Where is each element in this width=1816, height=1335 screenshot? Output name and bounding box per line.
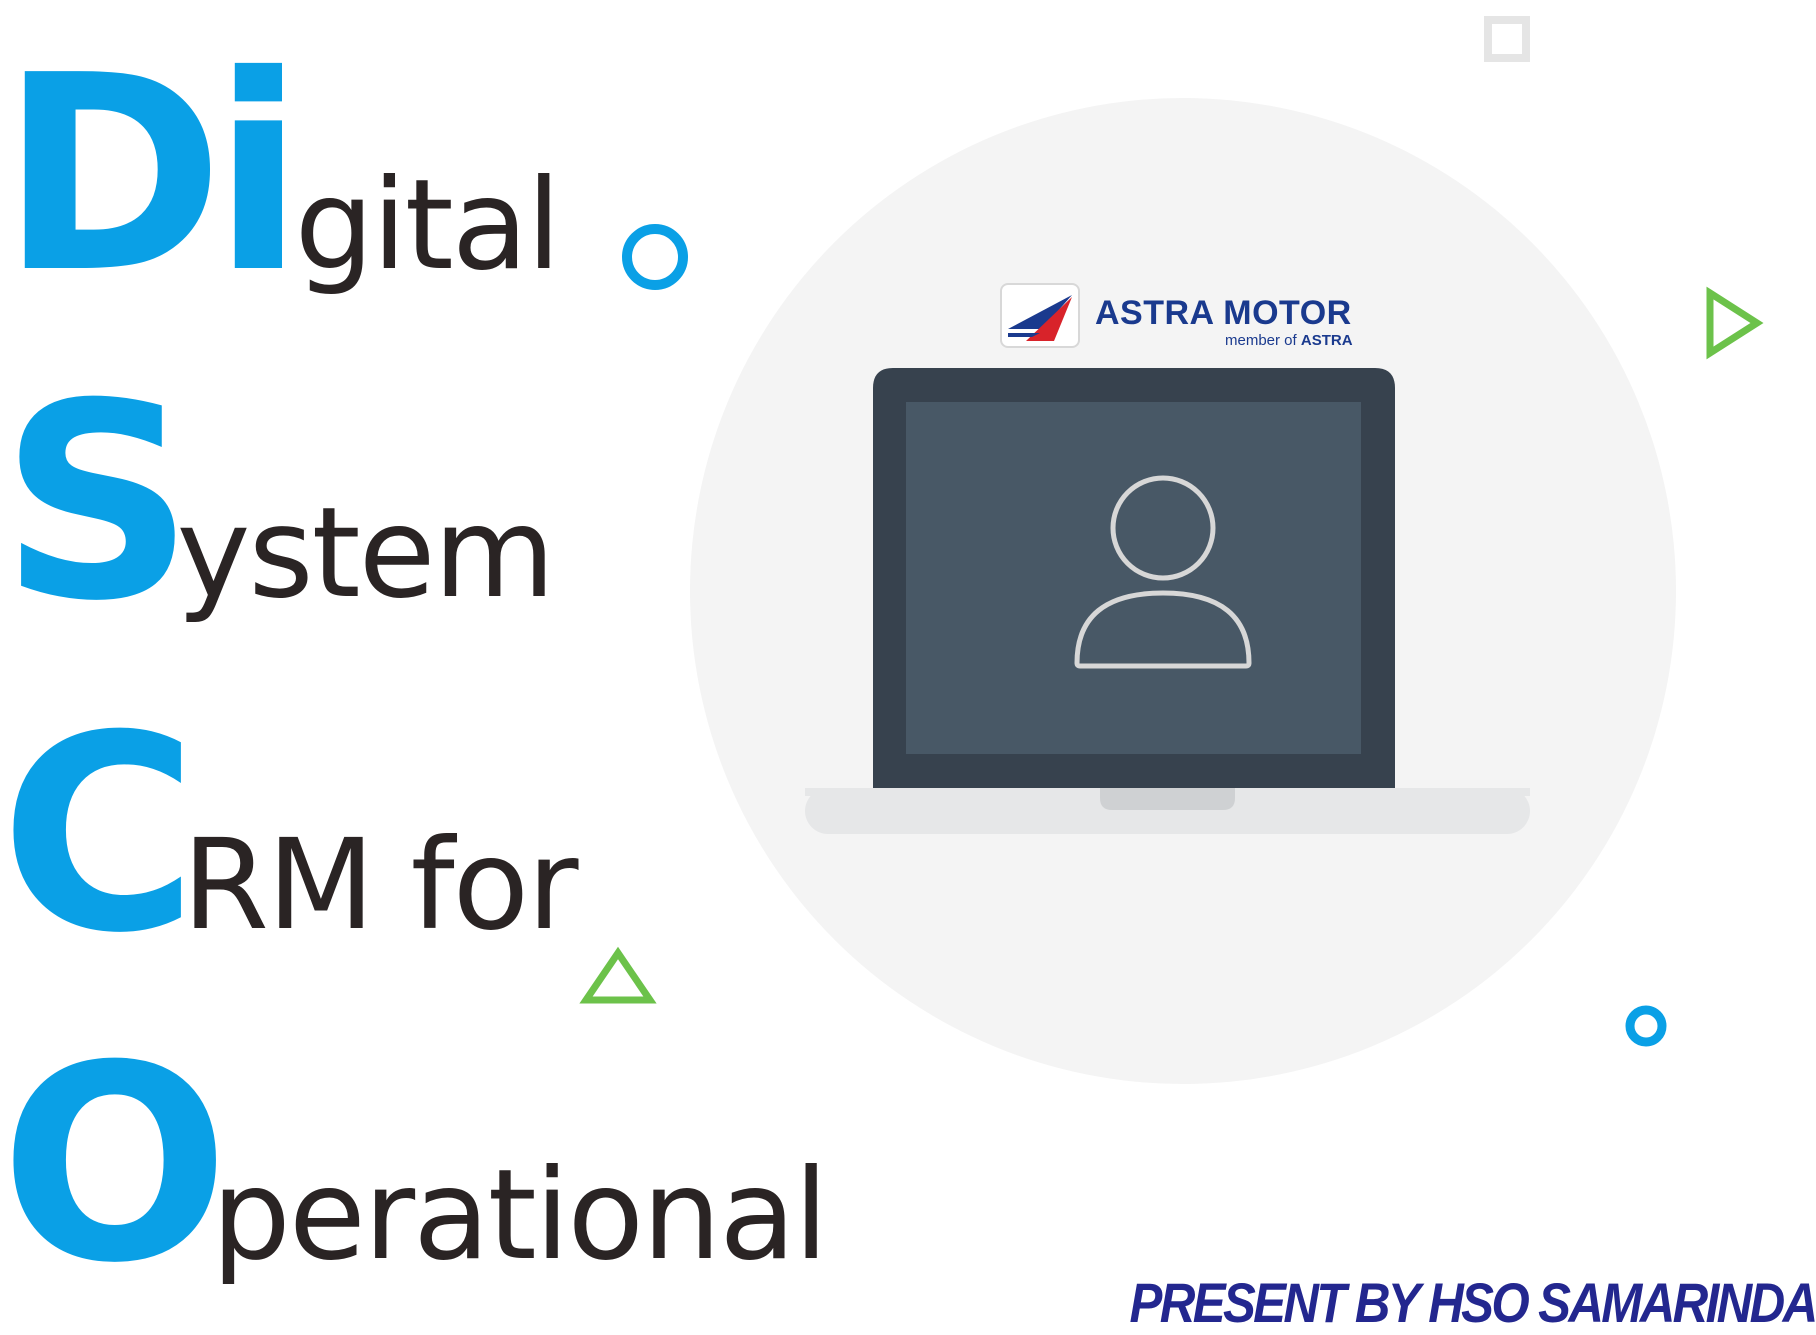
ring-decoration (1625, 1005, 1667, 1047)
logo-name: ASTRA MOTOR (1095, 294, 1352, 332)
astra-motor-logo: ASTRA MOTOR member of ASTRA (1000, 282, 1370, 354)
ring-decoration (622, 224, 688, 290)
title-line-system: System (0, 368, 555, 638)
title-rest: perational (211, 1143, 829, 1288)
title-initial: O (0, 1007, 230, 1322)
logo-tagline-brand: ASTRA (1300, 332, 1353, 349)
title-rest: ystem (176, 481, 555, 626)
title-rest: RM for (182, 813, 578, 958)
title-initial: Di (0, 17, 305, 332)
title-line-digital: Digital (0, 40, 561, 310)
triangle-decoration (579, 946, 657, 1004)
user-icon (1074, 475, 1252, 669)
square-decoration (1484, 16, 1530, 62)
logo-tagline-prefix: member of (1225, 332, 1297, 349)
title-line-operational: Operational (0, 1030, 829, 1300)
astra-logo-mark (1000, 283, 1080, 348)
triangle-decoration (1706, 286, 1764, 360)
presenter-credit: PRESENT BY HSO SAMARINDA (1130, 1271, 1816, 1334)
title-initial: S (0, 345, 194, 660)
title-rest: gital (294, 153, 561, 298)
title-line-crm: CRM for (0, 700, 578, 970)
laptop-icon (805, 368, 1530, 834)
title-initial: C (0, 677, 198, 992)
logo-tagline: member of ASTRA (1225, 332, 1353, 349)
